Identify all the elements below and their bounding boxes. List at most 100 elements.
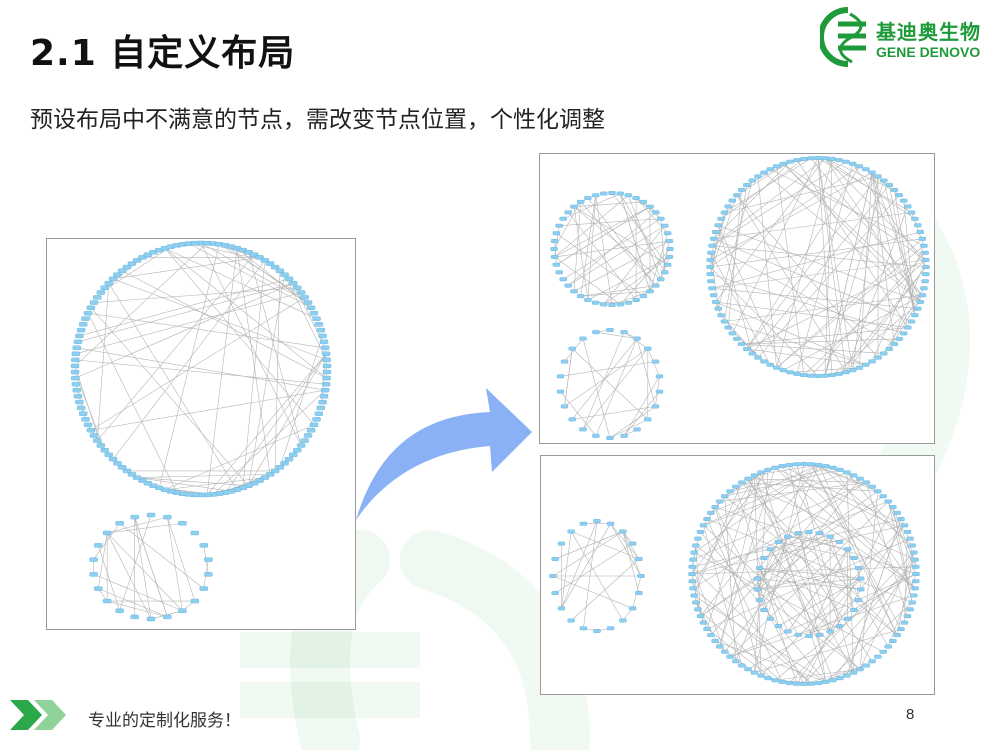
- network-node: [922, 272, 930, 277]
- network-edge: [752, 184, 890, 354]
- network-node: [579, 521, 588, 526]
- network-edge: [580, 285, 656, 297]
- network-node: [760, 170, 768, 175]
- network-edge: [711, 231, 921, 289]
- network-node: [593, 519, 601, 523]
- network-node: [104, 452, 113, 458]
- network-node: [732, 659, 740, 664]
- network-edge: [829, 536, 855, 611]
- network-edge: [248, 252, 302, 446]
- network-edge: [796, 525, 905, 684]
- network-edge: [759, 567, 861, 579]
- network-node: [707, 510, 715, 515]
- network-node: [199, 543, 208, 548]
- network-node: [655, 389, 664, 394]
- network-node: [885, 347, 893, 351]
- network-node: [743, 347, 751, 351]
- edge-group: [691, 463, 917, 685]
- network-edge: [635, 197, 657, 213]
- network-node: [73, 339, 83, 345]
- network-edge: [225, 245, 309, 303]
- network-node: [843, 673, 851, 678]
- network-edge: [724, 176, 879, 213]
- network-node: [309, 310, 319, 316]
- network-edge: [747, 478, 867, 483]
- network-node: [600, 302, 608, 307]
- network-edge: [763, 531, 810, 559]
- network-edge: [741, 327, 908, 345]
- network-node: [880, 178, 888, 183]
- network-node: [857, 587, 865, 592]
- network-node: [778, 464, 786, 469]
- network-node: [784, 534, 792, 539]
- network-node: [657, 277, 665, 282]
- network-edge: [623, 376, 660, 436]
- network-node: [322, 375, 331, 381]
- network-edge: [776, 245, 925, 368]
- network-edge: [735, 464, 819, 662]
- network-edge: [236, 248, 271, 475]
- network-node: [906, 607, 914, 612]
- network-node: [108, 276, 118, 282]
- network-edge: [846, 472, 915, 553]
- network-node: [793, 371, 801, 376]
- network-edge: [798, 625, 840, 636]
- network-node: [766, 167, 774, 172]
- network-node: [696, 529, 705, 534]
- network-edge: [587, 195, 596, 300]
- network-node: [893, 510, 901, 515]
- network-node: [644, 346, 652, 351]
- network-edge: [97, 532, 108, 589]
- network-node: [71, 357, 80, 363]
- network-node: [314, 322, 324, 327]
- network-node: [663, 262, 672, 267]
- network-node: [628, 606, 637, 611]
- network-node: [784, 629, 792, 634]
- edge-group: [560, 329, 660, 439]
- network-edge: [212, 389, 326, 495]
- network-node: [862, 480, 870, 485]
- network-node: [900, 620, 909, 625]
- network-node: [843, 616, 852, 621]
- network-edge: [622, 531, 642, 577]
- network-node: [914, 223, 922, 228]
- network-node: [694, 607, 702, 612]
- network-node: [199, 586, 208, 591]
- network-node: [750, 670, 759, 675]
- network-node: [714, 306, 722, 311]
- network-node: [805, 530, 813, 534]
- network-edge: [695, 545, 861, 670]
- network-node: [826, 629, 834, 634]
- network-node: [764, 676, 772, 681]
- network-edge: [724, 495, 898, 636]
- network-node: [733, 336, 741, 341]
- network-node: [753, 576, 761, 581]
- network-edge: [660, 256, 670, 280]
- network-node: [646, 289, 654, 294]
- network-node: [750, 473, 759, 478]
- network-node: [912, 572, 920, 576]
- network-node: [843, 470, 851, 475]
- network-node: [72, 388, 81, 393]
- network-node: [318, 333, 327, 339]
- network-node: [122, 264, 132, 270]
- network-node: [737, 342, 746, 347]
- network-node: [122, 468, 132, 474]
- network-node: [766, 616, 775, 621]
- network-node: [862, 167, 870, 172]
- adjusted-layout-panel-bottom: [540, 455, 935, 695]
- network-edge: [571, 338, 638, 420]
- network-node: [559, 216, 567, 221]
- network-edge: [888, 184, 916, 316]
- network-edge: [106, 532, 152, 620]
- network-node: [78, 322, 88, 327]
- network-edge: [715, 506, 917, 575]
- network-node: [115, 608, 124, 613]
- network-node: [706, 265, 714, 269]
- network-edge: [97, 283, 110, 441]
- network-node: [93, 295, 102, 300]
- network-node: [606, 436, 614, 440]
- network-edge: [711, 245, 895, 345]
- network-node: [635, 557, 643, 561]
- network-node: [606, 626, 615, 631]
